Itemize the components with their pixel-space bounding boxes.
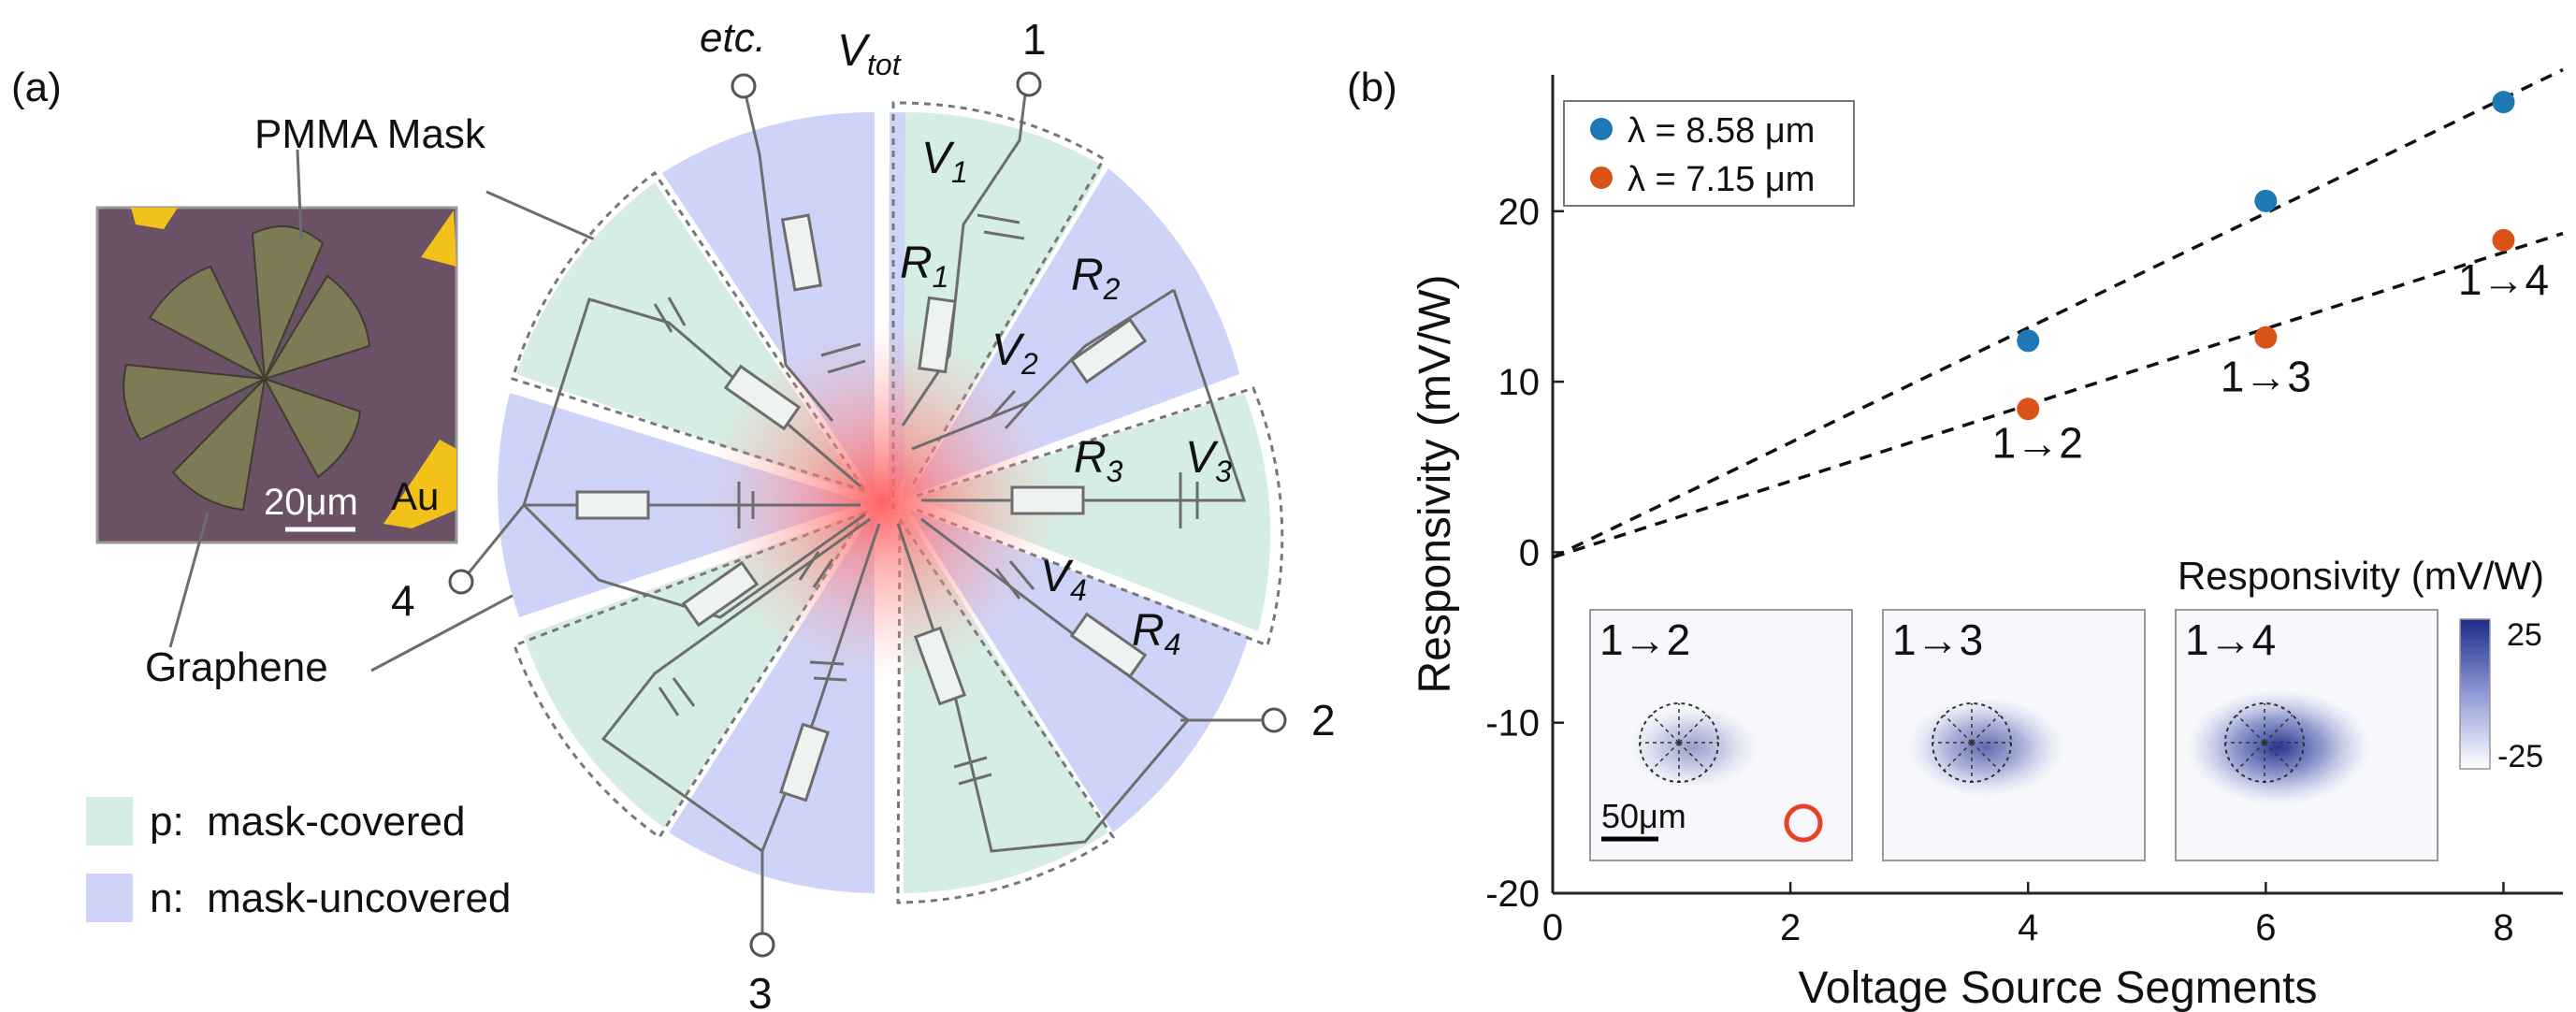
x-axis-title: Voltage Source Segments bbox=[1798, 963, 2317, 1012]
y-tick-label: 20 bbox=[1498, 192, 1541, 233]
resistor-r4-label: R4 bbox=[1132, 606, 1180, 661]
pmma-label: PMMA Mask bbox=[254, 111, 486, 157]
data-point-s0-2 bbox=[2492, 91, 2515, 114]
inset-segment-0-5 bbox=[1650, 714, 1680, 744]
source-v1-label: V1 bbox=[921, 134, 968, 189]
resistor-r1-label: R1 bbox=[900, 239, 948, 294]
colorbar bbox=[2459, 618, 2491, 770]
micrograph: 20μm Au bbox=[95, 206, 458, 544]
x-tick-label: 8 bbox=[2493, 907, 2513, 948]
x-tick-label: 6 bbox=[2255, 907, 2276, 948]
legend-marker-0 bbox=[1590, 118, 1613, 140]
legend-label-n: n: mask-uncovered bbox=[150, 875, 511, 921]
data-point-s0-0 bbox=[2017, 329, 2040, 353]
x-tick-label: 4 bbox=[2018, 907, 2038, 948]
inset-segment-2-1 bbox=[2264, 742, 2294, 772]
graphene-label: Graphene bbox=[145, 644, 328, 690]
inset-segment-1-1 bbox=[1971, 742, 2001, 772]
inset-label-0: 1→2 bbox=[1599, 615, 1690, 664]
x-tick-label: 0 bbox=[1542, 907, 1563, 948]
fit-line-0 bbox=[1552, 67, 2564, 559]
chart-legend-box bbox=[1563, 100, 1855, 207]
source-v4-label: V4 bbox=[1040, 552, 1087, 607]
terminal-4-label: 4 bbox=[391, 576, 415, 625]
legend-label-p: p: mask-covered bbox=[150, 799, 465, 845]
inset-segment-1-3 bbox=[1943, 742, 1973, 772]
colorbar-max-label: 25 bbox=[2507, 617, 2542, 653]
inset-segment-0-1 bbox=[1678, 742, 1708, 772]
data-point-s1-1 bbox=[2254, 325, 2278, 349]
fit-line-1 bbox=[1552, 231, 2564, 559]
legend-swatch-n bbox=[86, 874, 133, 922]
y-axis-title: Responsivity (mV/W) bbox=[1411, 274, 1460, 693]
x-tick-label: 2 bbox=[1780, 907, 1801, 948]
data-point-s0-1 bbox=[2254, 189, 2278, 212]
inset-scale-label: 50μm bbox=[1601, 797, 1686, 835]
inset-segment-2-7 bbox=[2264, 714, 2294, 744]
region-legend: p: mask-covered n: mask-uncovered bbox=[86, 797, 511, 922]
inset-segment-0-7 bbox=[1678, 714, 1708, 744]
inset-segment-2-3 bbox=[2236, 742, 2265, 772]
inset-label-1: 1→3 bbox=[1892, 615, 1983, 664]
inset-segment-1-5 bbox=[1943, 714, 1973, 744]
terminal-1-label: 1 bbox=[1022, 15, 1047, 64]
legend-marker-1 bbox=[1590, 166, 1613, 189]
circuit bbox=[448, 71, 1287, 958]
colorbar-min-label: -25 bbox=[2497, 739, 2543, 774]
au-label: Au bbox=[391, 474, 439, 518]
inset-heat-1 bbox=[1907, 698, 2064, 797]
y-tick-label: -20 bbox=[1485, 874, 1540, 915]
legend-swatch-p bbox=[86, 797, 133, 846]
inset-heat-2 bbox=[2187, 689, 2370, 805]
y-tick-label: 0 bbox=[1519, 532, 1540, 573]
inset-label-2: 1→4 bbox=[2185, 615, 2276, 664]
micrograph-scale-label: 20μm bbox=[264, 482, 358, 523]
y-tick-label: -10 bbox=[1485, 703, 1540, 745]
inset-segment-2-5 bbox=[2236, 714, 2265, 744]
inset-title: Responsivity (mV/W) bbox=[2178, 554, 2544, 598]
point-annotation-0: 1→2 bbox=[1992, 418, 2083, 467]
inset-heat-0 bbox=[1628, 705, 1758, 789]
data-point-s1-2 bbox=[2492, 228, 2515, 252]
terminal-2-label: 2 bbox=[1311, 696, 1336, 745]
resistor-r3-label: R3 bbox=[1074, 433, 1123, 488]
inset-segment-0-3 bbox=[1650, 742, 1680, 772]
y-tick-label: 10 bbox=[1498, 362, 1541, 403]
wedge-outlines bbox=[511, 101, 1284, 904]
point-annotation-1: 1→3 bbox=[2221, 353, 2311, 401]
source-v2-label: V2 bbox=[991, 325, 1038, 381]
point-annotation-2: 1→4 bbox=[2458, 255, 2549, 304]
terminal-3-label: 3 bbox=[748, 969, 773, 1012]
vtot-label: Vtot bbox=[837, 26, 902, 81]
inset-laser-spot bbox=[1784, 803, 1823, 843]
inset-segment-1-7 bbox=[1971, 714, 2001, 744]
panel-b-label: (b) bbox=[1347, 65, 1397, 110]
panel-a-label: (a) bbox=[11, 65, 62, 110]
legend-label-0: λ = 8.58 μm bbox=[1628, 111, 1815, 151]
legend-label-1: λ = 7.15 μm bbox=[1628, 160, 1815, 199]
source-v3-label: V3 bbox=[1185, 433, 1232, 488]
resistor-r2-label: R2 bbox=[1071, 251, 1121, 306]
etc-label: etc. bbox=[700, 15, 766, 61]
data-point-s1-0 bbox=[2017, 398, 2040, 421]
